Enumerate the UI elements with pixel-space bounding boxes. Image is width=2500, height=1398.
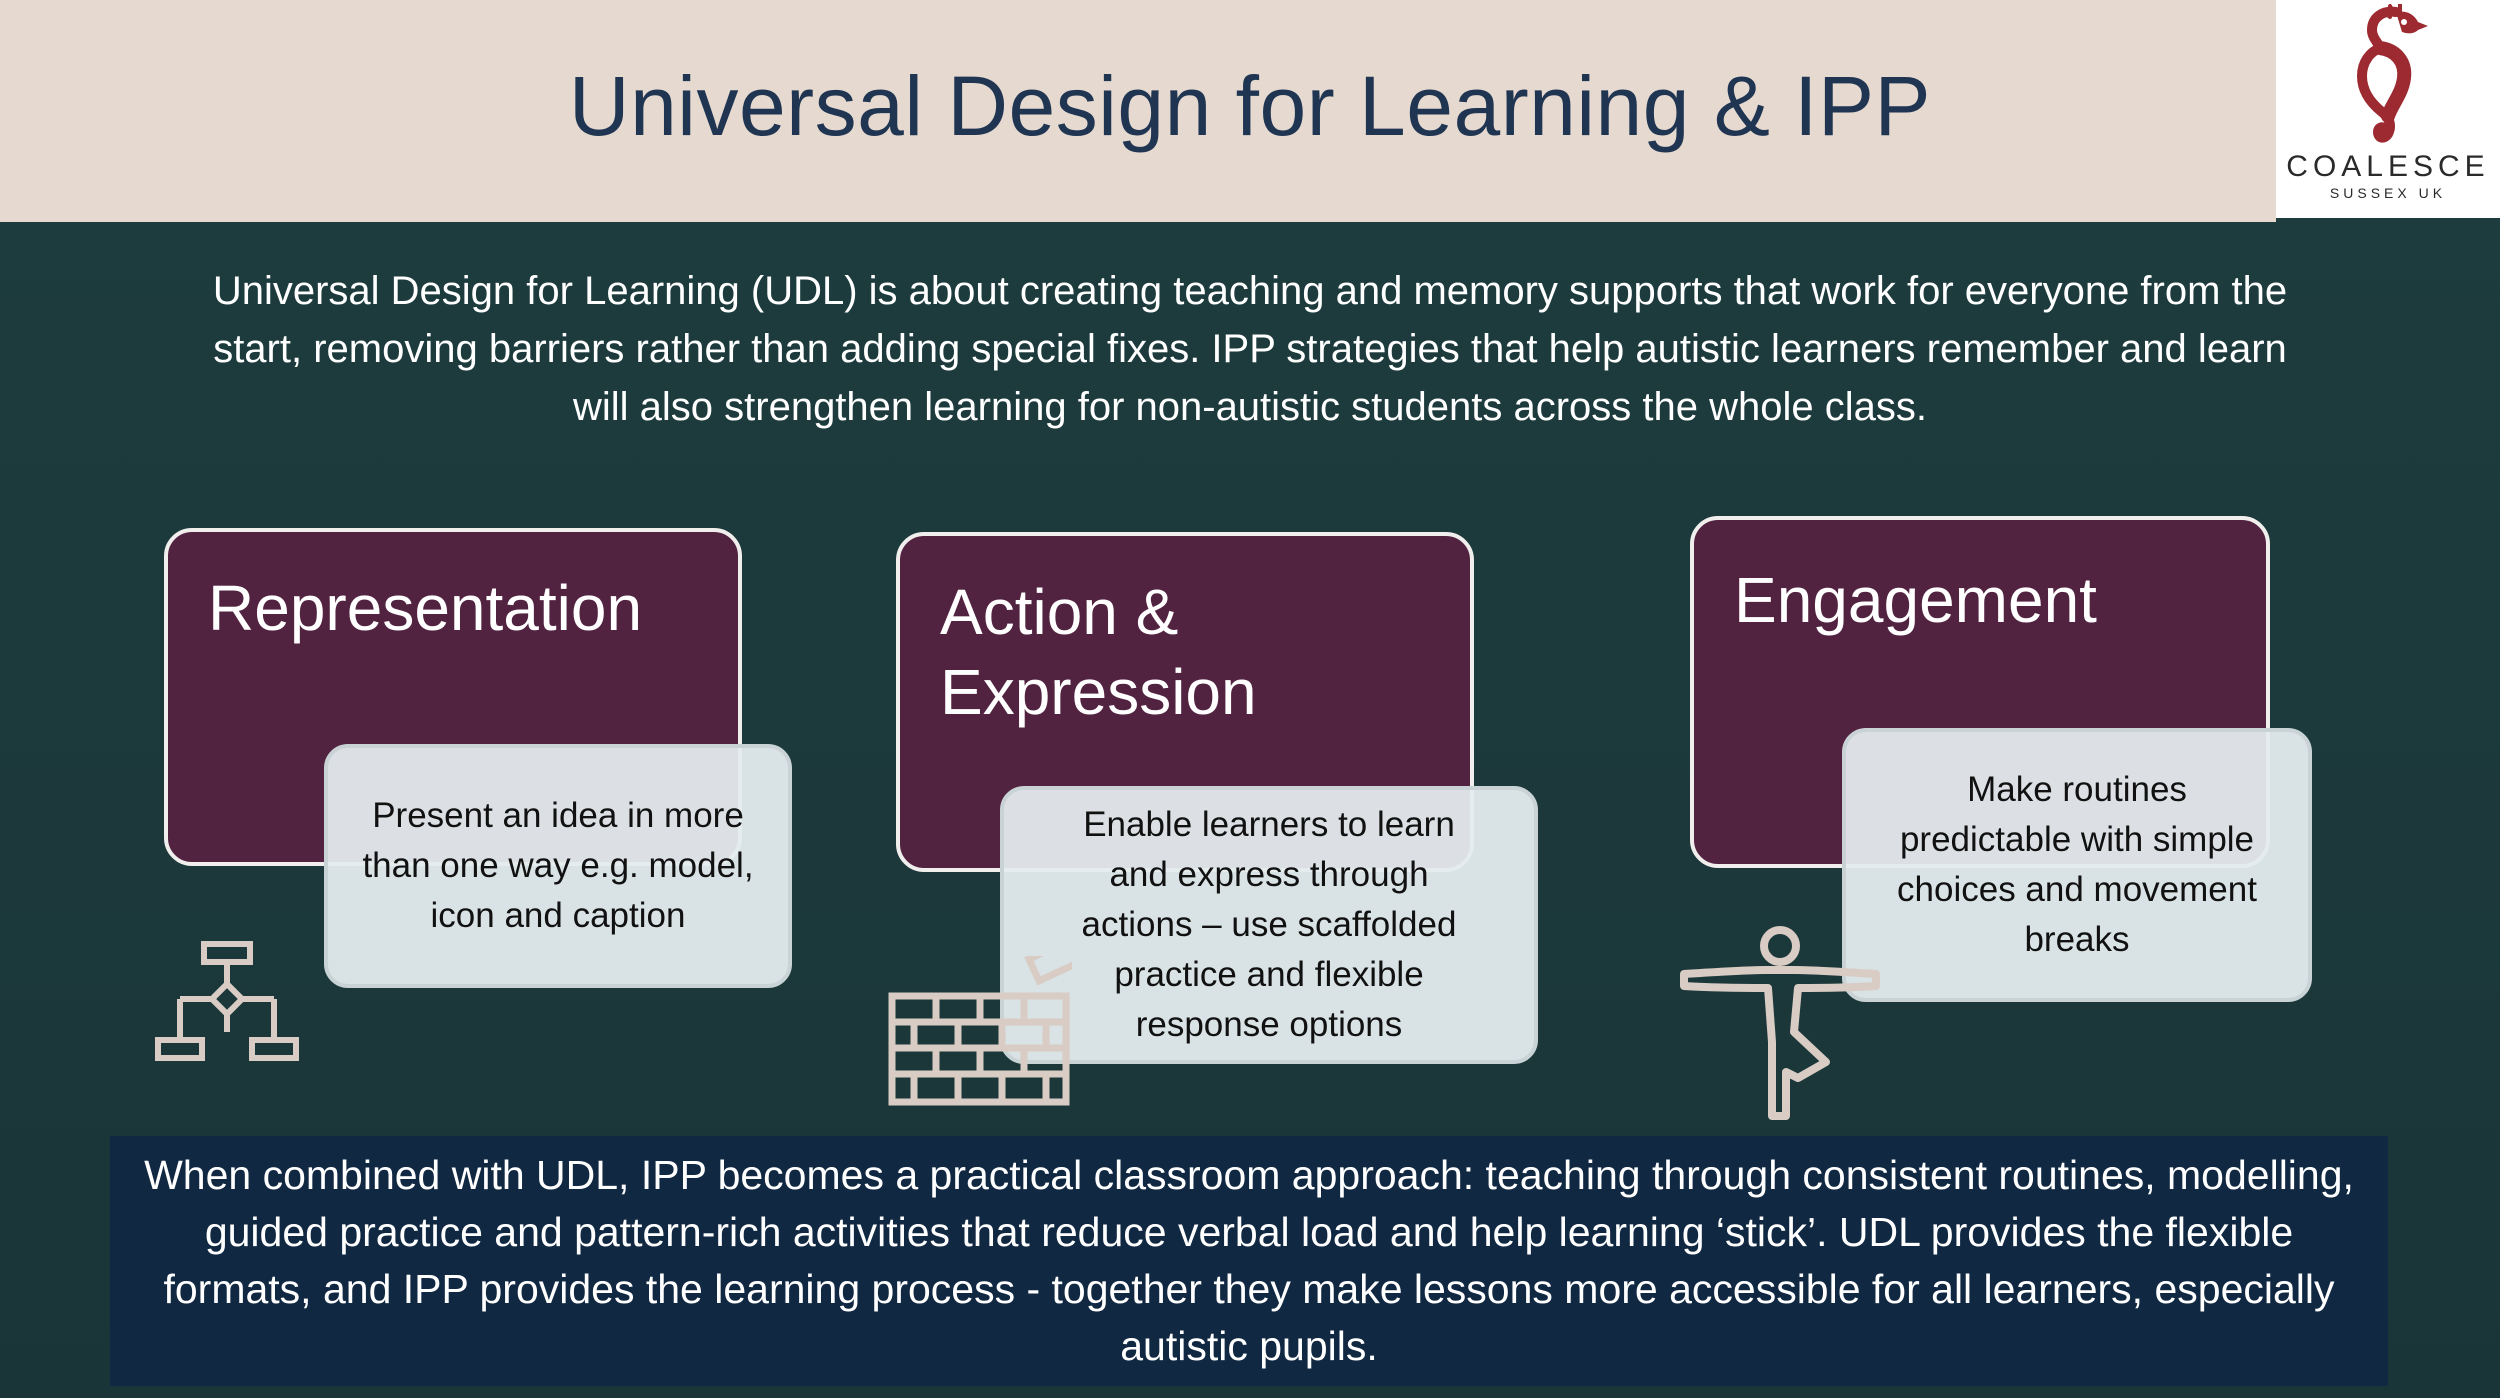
flowchart-icon (155, 941, 299, 1061)
footer-text: When combined with UDL, IPP becomes a pr… (144, 1152, 2354, 1369)
logo-location: SUSSEX UK (2329, 185, 2447, 201)
card-description: Make routines predictable with simple ch… (1897, 770, 2257, 959)
card-representation-description-box: Present an idea in more than one way e.g… (324, 744, 792, 988)
footer-summary: When combined with UDL, IPP becomes a pr… (110, 1136, 2388, 1386)
card-heading: Action & Expression (940, 576, 1257, 728)
card-heading: Representation (208, 572, 643, 644)
header-band (0, 0, 2276, 222)
logo-wordmark: COALESCE (2286, 150, 2490, 183)
card-heading: Engagement (1734, 564, 2097, 636)
logo: COALESCE SUSSEX UK (2276, 0, 2500, 218)
card-description: Present an idea in more than one way e.g… (362, 796, 754, 935)
brick-wall-icon (888, 956, 1072, 1106)
seahorse-icon (2356, 4, 2428, 143)
yoga-pose-icon (1680, 926, 1880, 1120)
card-description: Enable learners to learn and express thr… (1081, 805, 1457, 1044)
page-title: Universal Design for Learning & IPP (568, 59, 1932, 153)
intro-paragraph: Universal Design for Learning (UDL) is a… (212, 269, 2288, 429)
card-action-expression-description-box: Enable learners to learn and express thr… (1000, 786, 1538, 1064)
card-engagement-description-box: Make routines predictable with simple ch… (1842, 728, 2312, 1002)
